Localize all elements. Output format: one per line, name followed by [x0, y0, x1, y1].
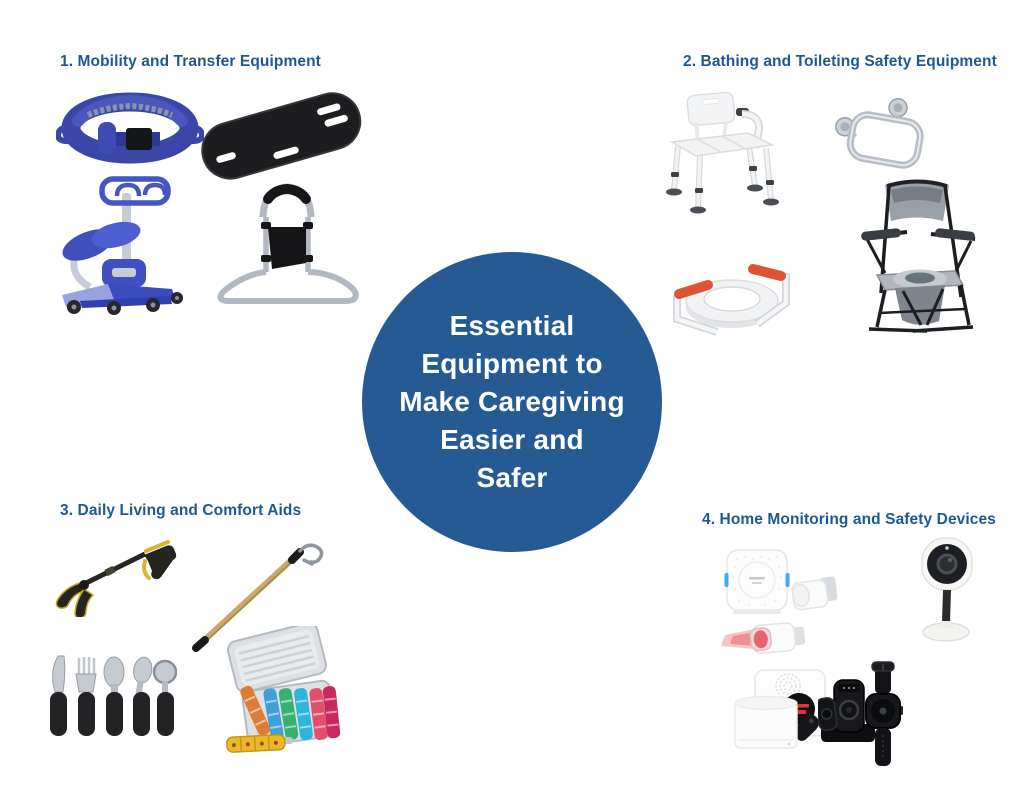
reacher-grabber-image: [55, 540, 177, 617]
heading-bathing: 2. Bathing and Toileting Safety Equipmen…: [683, 53, 997, 70]
title-line-3: Make Caregiving: [399, 386, 625, 417]
title-line-1: Essential: [449, 310, 575, 341]
heading-monitoring: 4. Home Monitoring and Safety Devices: [702, 511, 996, 528]
dressing-stick-image: [192, 543, 324, 652]
sos-pendant-image: [818, 679, 875, 742]
wireless-pager-motion-sensors-image: [721, 549, 838, 654]
medical-alert-station-image: [734, 669, 826, 749]
wall-grab-bar-image: [835, 97, 924, 169]
transfer-board-image: [201, 92, 362, 180]
adaptive-utensils-image: [50, 655, 177, 736]
sit-to-stand-lift-image: [62, 176, 183, 315]
heading-daily-living: 3. Daily Living and Comfort Aids: [60, 502, 302, 519]
title-line-2: Equipment to: [421, 348, 603, 379]
title-line-4: Easier and: [440, 424, 584, 455]
folding-commode-chair-image: [861, 179, 976, 333]
alert-smartwatch-image: [865, 661, 903, 766]
heading-mobility: 1. Mobility and Transfer Equipment: [60, 53, 321, 70]
bed-rail-image: [217, 183, 359, 304]
transfer-belt-image: [56, 92, 204, 164]
pill-organizer-image: [226, 626, 341, 753]
shower-bench-image: [666, 91, 779, 214]
title-line-5: Safer: [476, 462, 548, 493]
toilet-safety-frame-image: [673, 264, 790, 336]
center-title-circle: Essential Equipment to Make Caregiving E…: [362, 252, 662, 552]
indoor-camera-image: [921, 537, 973, 642]
